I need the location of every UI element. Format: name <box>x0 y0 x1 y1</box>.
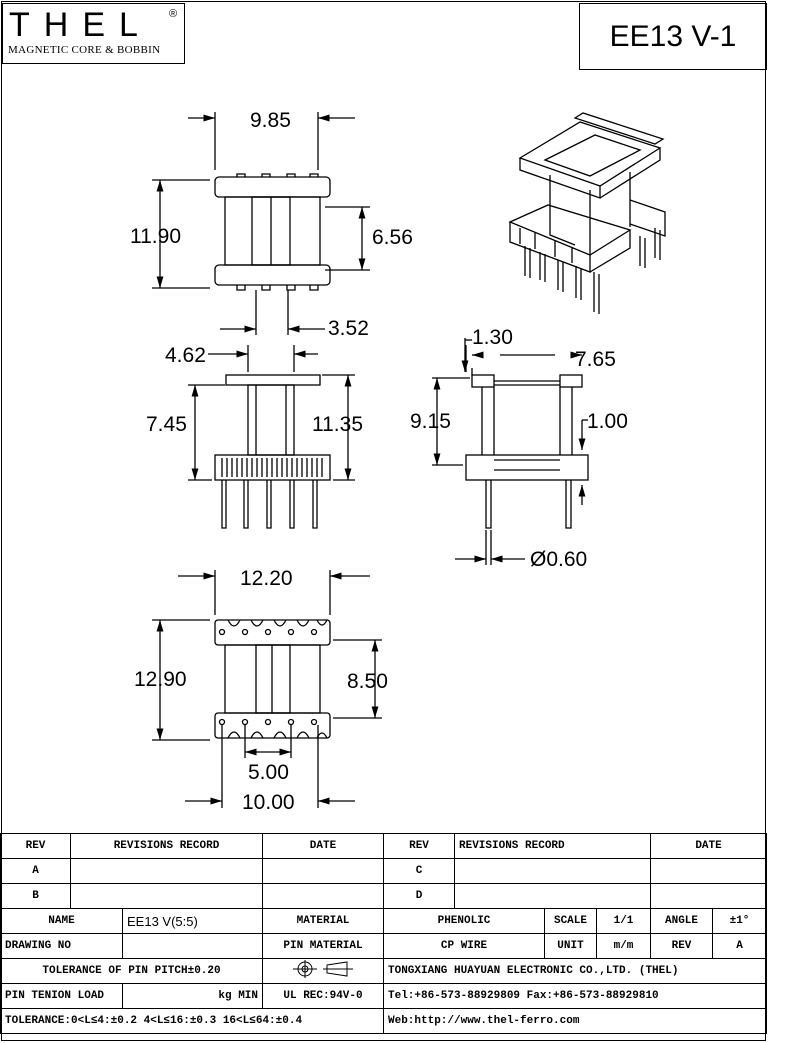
pin-tension-unit: kg MIN <box>122 983 263 1009</box>
isometric-view <box>508 112 666 314</box>
part-title: EE13 V-1 <box>579 3 767 70</box>
dim-side-height: 9.15 <box>410 410 451 433</box>
dim-bottom-inner-height: 8.50 <box>347 670 388 693</box>
ul-rec: UL REC:94V-0 <box>262 983 384 1009</box>
rev-d-record <box>453 883 652 909</box>
pin-material-label: PIN MATERIAL <box>262 933 384 959</box>
company-web[interactable]: Web:http://www.thel-ferro.com <box>382 1008 768 1034</box>
name-value: EE13 V(5:5) <box>122 908 263 934</box>
rev-a-record <box>70 858 263 884</box>
rev-c: C <box>383 858 455 884</box>
dim-pin-diameter: Ø0.60 <box>530 548 587 571</box>
dim-top-window-width: 3.52 <box>328 317 369 340</box>
tel-fax: Tel:+86-573-88929809 Fax:+86-573-8892981… <box>382 983 768 1009</box>
angle-value: ±1° <box>712 908 768 934</box>
rev-header-2: REV <box>383 833 455 859</box>
dim-top-window-height: 6.56 <box>372 226 413 249</box>
revisions-record-header-2: REVISIONS RECORD <box>453 833 652 859</box>
side-view <box>432 338 589 565</box>
dim-front-body-height: 7.45 <box>146 413 187 436</box>
projection-symbol <box>262 958 384 984</box>
bottom-view <box>152 570 382 808</box>
unit-value: m/m <box>595 933 652 959</box>
rev-a: A <box>0 858 71 884</box>
drawing-no-label: DRAWING NO <box>0 933 123 959</box>
unit-label: UNIT <box>544 933 597 959</box>
rev-a-date <box>262 858 384 884</box>
dim-top-width: 9.85 <box>250 109 291 132</box>
dim-front-total-height: 11.35 <box>312 413 363 436</box>
company-name: TONGXIANG HUAYUAN ELECTRONIC CO.,LTD. (T… <box>382 958 768 984</box>
tolerance-ranges: TOLERANCE:0<L≤4:±0.2 4<L≤16:±0.3 16<L≤64… <box>0 1008 384 1034</box>
front-view <box>188 345 355 529</box>
pin-material-value: CP WIRE <box>383 933 545 959</box>
dim-bottom-height: 12.90 <box>134 668 187 691</box>
name-label: NAME <box>0 908 123 934</box>
first-angle-projection-icon <box>293 960 353 978</box>
scale-label: SCALE <box>544 908 597 934</box>
dim-pin-row-span: 10.00 <box>242 791 295 814</box>
dim-pin-pitch-span: 5.00 <box>248 761 289 784</box>
rev-d: D <box>383 883 455 909</box>
rev-header: REV <box>0 833 71 859</box>
company-logo: THEL ® MAGNETIC CORE & BOBBIN <box>2 3 185 64</box>
rev-d-date <box>650 883 768 909</box>
dim-front-inner-width: 4.62 <box>165 344 206 367</box>
dim-side-flange: 1.30 <box>472 326 513 349</box>
angle-label: ANGLE <box>650 908 714 934</box>
tolerance-pin-pitch: TOLERANCE OF PIN PITCH±0.20 <box>0 958 263 984</box>
scale-value: 1/1 <box>595 908 652 934</box>
dim-side-width: 7.65 <box>575 348 616 371</box>
rev-label: REV <box>650 933 714 959</box>
material-label: MATERIAL <box>262 908 384 934</box>
date-header: DATE <box>262 833 384 859</box>
rev-b: B <box>0 883 71 909</box>
logo-registered-mark: ® <box>169 8 178 20</box>
rev-c-record <box>453 858 652 884</box>
date-header-2: DATE <box>650 833 768 859</box>
dim-top-height: 11.90 <box>130 225 181 248</box>
rev-value: A <box>712 933 768 959</box>
drawing-no-value <box>122 933 263 959</box>
technical-drawing: 9.85 11.90 6.56 3.52 4.62 7.45 11.35 1.3… <box>130 109 666 814</box>
rev-b-record <box>70 883 263 909</box>
revisions-record-header: REVISIONS RECORD <box>70 833 263 859</box>
logo-brand: THEL <box>9 6 152 44</box>
top-view <box>152 112 370 335</box>
material-value: PHENOLIC <box>383 908 545 934</box>
pin-tension-label: PIN TENION LOAD <box>0 983 123 1009</box>
dim-side-wall: 1.00 <box>587 410 628 433</box>
dim-bottom-width: 12.20 <box>240 567 293 590</box>
title-block: REV REVISIONS RECORD DATE REV REVISIONS … <box>0 833 768 1034</box>
logo-tagline: MAGNETIC CORE & BOBBIN <box>8 44 161 56</box>
rev-b-date <box>262 883 384 909</box>
rev-c-date <box>650 858 768 884</box>
